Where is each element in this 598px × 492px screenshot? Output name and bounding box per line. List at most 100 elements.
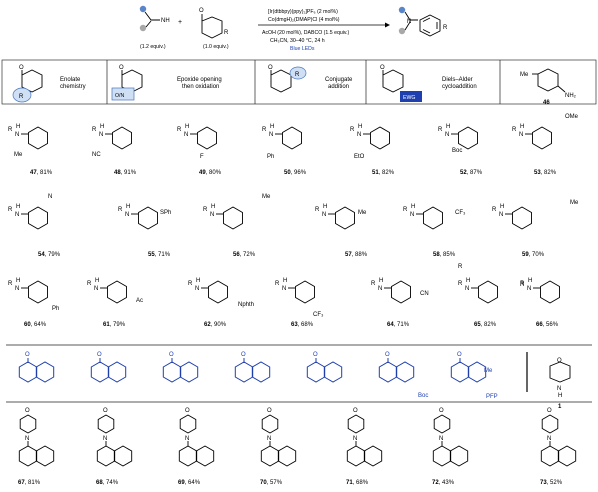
compound-number: 71	[346, 480, 353, 486]
substituent-label: SPh	[160, 210, 171, 216]
ketone-4: O	[234, 352, 271, 383]
svg-text:H: H	[126, 204, 130, 210]
svg-text:R: R	[203, 207, 208, 213]
svg-text:O: O	[267, 408, 272, 414]
svg-text:N: N	[195, 286, 199, 292]
svg-text:Me: Me	[520, 72, 529, 78]
svg-text:H: H	[466, 278, 470, 284]
svg-text:R: R	[438, 127, 443, 133]
compound-number: 61	[103, 322, 110, 328]
svg-text:H: H	[100, 124, 104, 130]
cond-4: CH₃CN, 30–40 °C, 24 h	[270, 38, 325, 44]
svg-text:R: R	[492, 207, 497, 213]
compound-number: 54	[38, 252, 45, 258]
compound-46: Me NH₂ 46	[520, 68, 577, 106]
svg-text:H: H	[379, 278, 383, 284]
conditions: [Ir(dtbbpy)(ppy)₂]PF₆ (2 mol%) Co(dmgH)₂…	[258, 9, 390, 52]
da-label-2: cycloaddition	[442, 84, 477, 90]
svg-text:N: N	[210, 212, 214, 218]
compound-label: 58, 85%	[433, 252, 456, 258]
compound-number: 58	[433, 252, 440, 258]
compound-label: 65, 82%	[474, 322, 497, 328]
compound-label: 56, 72%	[233, 252, 256, 258]
compound-yield: , 85%	[440, 252, 456, 258]
svg-text:Me: Me	[484, 368, 493, 374]
svg-text:O: O	[241, 352, 246, 358]
compound-yield: , 82%	[379, 170, 395, 176]
substituent-label: R	[458, 264, 463, 270]
compound-yield: , 74%	[103, 480, 119, 486]
compound-yield: , 82%	[541, 170, 557, 176]
compound-yield: , 82%	[481, 322, 497, 328]
substituent-label: R	[520, 282, 525, 288]
header-reaction: NH (1.2 equiv.) + O R (1.0 equiv.) [Ir(d…	[139, 5, 448, 52]
compound-yield: , 81%	[25, 480, 41, 486]
compound-number: 57	[345, 252, 352, 258]
compound-number: 48	[114, 170, 121, 176]
ketone-equiv: (1.0 equiv.)	[203, 44, 229, 50]
enolate-label-2: chemistry	[60, 84, 86, 90]
compound-number: 59	[522, 252, 529, 258]
substituent-label: CF₃	[455, 210, 466, 216]
compound-yield: , 71%	[155, 252, 171, 258]
svg-text:R: R	[295, 72, 300, 78]
compound-label: 72, 43%	[432, 480, 455, 486]
compound-yield: , 71%	[394, 322, 410, 328]
svg-text:1: 1	[558, 404, 562, 410]
compound-label: 47, 81%	[30, 170, 53, 176]
svg-text:O: O	[457, 352, 462, 358]
svg-text:N: N	[184, 132, 188, 138]
svg-text:H: H	[211, 204, 215, 210]
amine-reactant: NH (1.2 equiv.)	[139, 5, 170, 50]
compound-yield: , 87%	[467, 170, 483, 176]
compound-label: 54, 79%	[38, 252, 61, 258]
svg-text:N: N	[557, 386, 561, 392]
substituent-label: CF₃	[313, 312, 324, 318]
compound-yield: , 80%	[206, 170, 222, 176]
product-general: N R	[398, 6, 448, 37]
svg-text:N: N	[282, 286, 286, 292]
svg-text:H: H	[500, 204, 504, 210]
svg-text:R: R	[350, 127, 355, 133]
svg-text:EWG: EWG	[403, 95, 415, 101]
svg-text:N: N	[547, 436, 551, 442]
svg-text:H: H	[270, 124, 274, 130]
compound-label: 52, 87%	[460, 170, 483, 176]
epoxide-label-2: then oxidation	[182, 84, 219, 90]
svg-text:H: H	[16, 278, 20, 284]
enolate-label-1: Enolate	[60, 77, 81, 83]
compound-label: 50, 96%	[284, 170, 307, 176]
svg-text:N: N	[185, 436, 189, 442]
ketone-2: O	[90, 352, 127, 383]
svg-text:R: R	[118, 207, 123, 213]
compound-label: 71, 68%	[346, 480, 369, 486]
compound-label: 64, 71%	[387, 322, 410, 328]
svg-text:R: R	[371, 281, 376, 287]
compound-number: 72	[432, 480, 439, 486]
svg-text:R: R	[262, 127, 267, 133]
svg-text:O: O	[97, 352, 102, 358]
svg-text:H: H	[520, 124, 524, 130]
svg-text:H: H	[196, 278, 200, 284]
svg-text:O: O	[119, 65, 124, 71]
svg-text:O: O	[380, 65, 385, 71]
compound-yield: , 88%	[352, 252, 368, 258]
compound-yield: , 68%	[353, 480, 369, 486]
compound-number: 68	[96, 480, 103, 486]
svg-text:R: R	[19, 94, 24, 100]
svg-text:N: N	[519, 132, 523, 138]
svg-text:H: H	[95, 278, 99, 284]
compound-label: 53, 82%	[534, 170, 557, 176]
